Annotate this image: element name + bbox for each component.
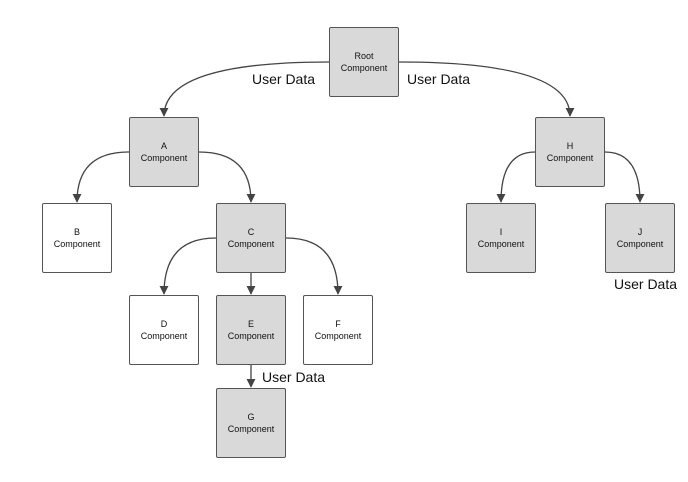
e-component-box[interactable]: E Component: [216, 295, 286, 365]
d-component-box[interactable]: D Component: [129, 295, 199, 365]
node-name: B: [73, 227, 80, 237]
node-type: Component: [227, 424, 275, 434]
user-data-label-e-to-g: User Data: [262, 369, 326, 385]
node-name: H: [566, 141, 574, 151]
node-name: F: [335, 319, 341, 329]
edges-layer: [72, 61, 645, 388]
edge-h-to-i: [496, 151, 536, 203]
node-name: G: [247, 412, 255, 422]
edge-c-to-f: [285, 237, 343, 295]
node-name: Root: [354, 51, 374, 61]
node-type: Component: [546, 153, 594, 163]
node-type: Component: [227, 331, 275, 341]
j-component-box[interactable]: J Component: [605, 203, 675, 273]
a-component-box[interactable]: A Component: [129, 117, 199, 187]
root-component-box[interactable]: Root Component: [329, 27, 399, 97]
node-type: Component: [140, 331, 188, 341]
node-type: Component: [53, 239, 101, 249]
i-component-box[interactable]: I Component: [466, 203, 536, 273]
node-type: Component: [227, 239, 275, 249]
user-data-label-j: User Data: [614, 276, 678, 292]
edge-root-to-h: [398, 61, 575, 117]
node-name: E: [247, 319, 254, 329]
node-type: Component: [616, 239, 664, 249]
edge-root-to-a: [159, 61, 330, 117]
edge-a-to-c: [198, 151, 256, 203]
node-name: J: [637, 227, 643, 237]
node-type: Component: [477, 239, 525, 249]
node-type: Component: [340, 63, 388, 73]
node-type: Component: [140, 153, 188, 163]
b-component-box[interactable]: B Component: [42, 203, 112, 273]
h-component-box[interactable]: H Component: [535, 117, 605, 187]
f-component-box[interactable]: F Component: [303, 295, 373, 365]
user-data-label-root-right: User Data: [407, 71, 471, 87]
node-name: I: [499, 227, 503, 237]
node-name: A: [160, 141, 167, 151]
c-component-box[interactable]: C Component: [216, 203, 286, 273]
edge-h-to-j: [604, 151, 645, 203]
edge-c-to-d: [159, 237, 217, 295]
user-data-label-root-left: User Data: [252, 71, 316, 87]
node-name: C: [247, 227, 255, 237]
g-component-box[interactable]: G Component: [216, 388, 286, 458]
edge-a-to-b: [72, 151, 130, 203]
node-type: Component: [314, 331, 362, 341]
node-name: D: [160, 319, 168, 329]
